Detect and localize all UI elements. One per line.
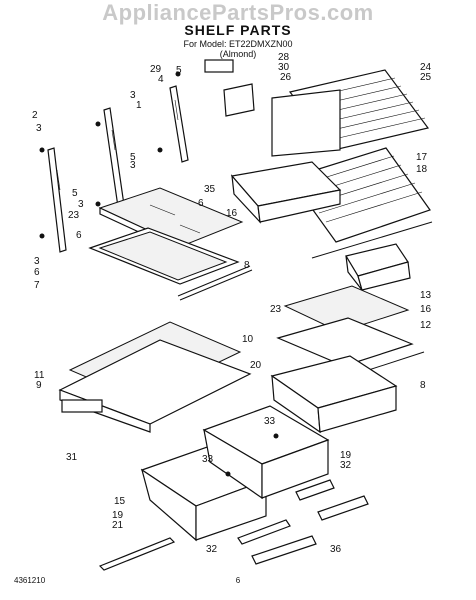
callout: 25: [420, 72, 432, 83]
callout: 36: [330, 544, 342, 555]
callout: 8: [244, 260, 250, 271]
callout: 5: [130, 152, 136, 163]
callout: 23: [270, 304, 282, 315]
callout: 5: [72, 188, 78, 199]
callout: 32: [206, 544, 218, 555]
callout: 6: [76, 230, 82, 241]
callout: 17: [416, 152, 428, 163]
callout: 3: [36, 123, 42, 134]
callout: 26: [280, 72, 292, 83]
door-bin: [345, 243, 411, 291]
callout: 5: [176, 65, 182, 76]
callout: 19: [112, 510, 124, 521]
callout: 19: [340, 450, 352, 461]
page-number: 6: [235, 576, 241, 585]
callout: 8: [420, 380, 426, 391]
callout: 4: [158, 74, 164, 85]
callout: 32: [340, 460, 352, 471]
callout: 20: [250, 360, 262, 371]
callout: 33: [202, 454, 214, 465]
callout: 2: [32, 110, 38, 121]
callout: 7: [34, 280, 40, 291]
callout: 9: [36, 380, 42, 391]
callout: 3: [130, 160, 136, 171]
callout: 6: [34, 267, 40, 278]
callout: 6: [198, 198, 204, 209]
callout: 3: [130, 90, 136, 101]
shelf-bracket-and-frame: [204, 59, 341, 157]
crisper-drawer-left: [140, 445, 268, 542]
callout: 18: [416, 164, 428, 175]
callout-labels: 1 2 3 3 3 3 3 4 5 5 5 6 6 6 7 8 8 9 10 1…: [32, 52, 432, 555]
callout: 15: [114, 496, 126, 507]
color-line: (Almond): [219, 49, 257, 59]
callout: 21: [112, 520, 124, 531]
callout: 23: [68, 210, 80, 221]
snack-pan: [230, 161, 342, 224]
crisper-pan-right: [270, 355, 398, 434]
drawer-slides-and-handles: [98, 479, 369, 571]
page-title: SHELF PARTS: [184, 22, 292, 38]
callout: 30: [278, 62, 290, 73]
callout: 35: [204, 184, 216, 195]
callout: 11: [34, 370, 45, 381]
document-number: 4361210: [14, 576, 46, 585]
callout: 29: [150, 64, 162, 75]
callout: 28: [278, 52, 290, 63]
callout: 3: [78, 199, 84, 210]
crisper-cover-glass: [58, 321, 252, 433]
callout: 12: [420, 320, 432, 331]
callout: 24: [420, 62, 432, 73]
callout: 10: [242, 334, 254, 345]
callout: 33: [264, 416, 276, 427]
callout: 1: [136, 100, 142, 111]
callout: 3: [34, 256, 40, 267]
callout: 31: [66, 452, 78, 463]
screws: [39, 71, 279, 477]
watermark: AppliancePartsPros.com: [102, 0, 374, 25]
callout: 13: [420, 290, 432, 301]
right-glass-shelf: [276, 285, 425, 379]
model-line: For Model: ET22DMXZN00: [183, 39, 293, 49]
lower-left-shelf-frame: [88, 227, 253, 301]
left-shelf-rails: [47, 85, 189, 253]
callout: 16: [226, 208, 238, 219]
callout: 16: [420, 304, 432, 315]
crisper-drawer-right: [202, 405, 330, 500]
